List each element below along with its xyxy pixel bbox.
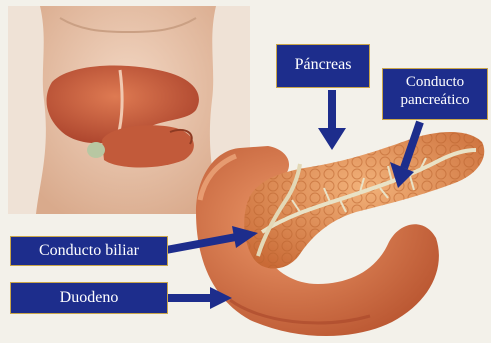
label-pancreatic-duct-line1: Conducto — [389, 73, 481, 91]
label-pancreatic-duct-line2: pancreático — [389, 91, 481, 109]
label-bile-duct: Conducto biliar — [10, 236, 168, 266]
pancreas-arrow — [318, 90, 346, 150]
label-pancreas: Páncreas — [276, 44, 370, 88]
label-pancreatic-duct: Conducto pancreático — [382, 68, 488, 120]
label-duodenum: Duodeno — [10, 282, 168, 314]
